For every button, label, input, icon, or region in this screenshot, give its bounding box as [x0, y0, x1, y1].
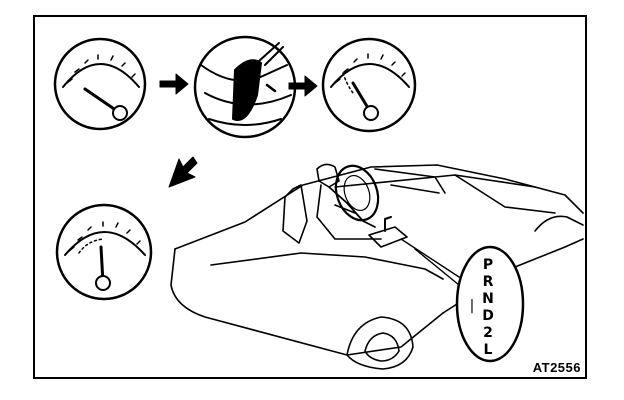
- car-illustration: [170, 163, 584, 370]
- gear-position-d: D: [482, 308, 494, 324]
- gauge-empty: [53, 37, 147, 131]
- arrow-right-icon: [288, 75, 318, 97]
- arrow-down-left-icon: [168, 156, 198, 188]
- arrow-right-icon: [159, 73, 189, 95]
- gear-position-l: L: [483, 342, 493, 358]
- gauge-result: [55, 203, 153, 301]
- illustration: [53, 35, 584, 370]
- gear-position-n: N: [482, 291, 494, 307]
- gauge-filling: [321, 37, 417, 133]
- gear-position-p: P: [482, 257, 494, 273]
- fuel-filler-closeup: [193, 35, 297, 139]
- gear-position-r: R: [482, 274, 494, 290]
- gear-position-2: 2: [483, 325, 493, 341]
- gear-selector-callout: [455, 245, 525, 363]
- figure-code: AT2556: [532, 360, 581, 375]
- figure-frame: P R N D 2 L | AT2556: [33, 15, 587, 379]
- gear-selector-marker: |: [469, 298, 475, 314]
